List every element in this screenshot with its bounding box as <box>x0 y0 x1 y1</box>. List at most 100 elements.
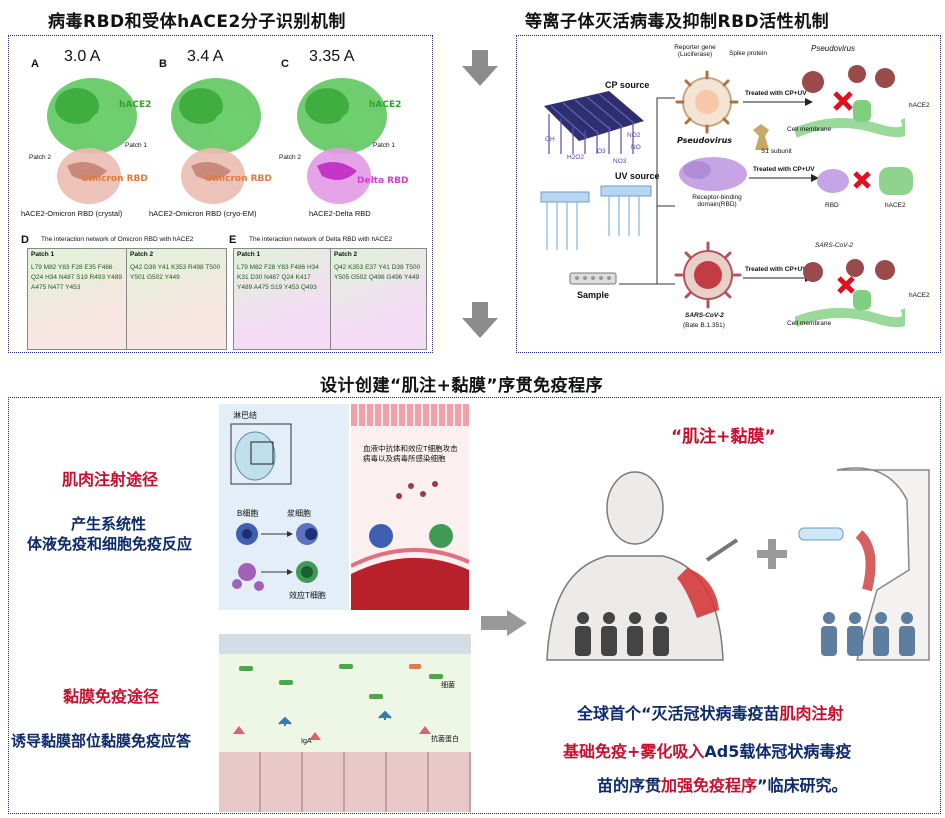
chem-h2o2: H2O2 <box>567 154 584 161</box>
plasma-cell-label: 浆细胞 <box>287 509 311 518</box>
label-c: C <box>281 58 289 70</box>
immune-cells-image <box>232 523 318 591</box>
iga-label: IgA <box>301 738 312 745</box>
title-sequential: 设计创建“肌注+黏膜”序贯免疫程序 <box>320 376 604 396</box>
antimicrobial-label: 抗菌蛋白 <box>431 736 459 743</box>
title-inactivation: 等离子体灭活病毒及抑制RBD活性机制 <box>525 12 830 32</box>
summary-2b: Ad5载体冠状病毒疫 <box>704 742 852 761</box>
blood-vessel-panel: 血液中抗体和效应T细胞攻击病毒以及病毒所感染细胞 <box>351 404 469 610</box>
cell-membrane-label-2: Cell membrane <box>787 320 832 327</box>
network-e-title: The interaction network of Delta RBD wit… <box>249 236 393 243</box>
right-arrow-icon <box>481 610 527 636</box>
sample-plate-icon <box>569 272 617 285</box>
label-a: A <box>31 58 39 70</box>
e-patch1-label: Patch 1 <box>237 251 261 258</box>
b-cell-label: B细胞 <box>237 509 259 518</box>
treated-label-3: Treated with CP+UV <box>745 266 807 273</box>
mucosa-cells <box>219 752 471 812</box>
e-patch2-label: Patch 2 <box>334 251 358 258</box>
down-arrow-icon-2 <box>462 302 498 338</box>
resolution-a: 3.0 A <box>64 48 101 65</box>
mucosa-content-image <box>233 664 443 740</box>
structure-a-image <box>47 78 137 204</box>
label-e: E <box>229 234 237 246</box>
pseudovirus-image <box>675 70 739 134</box>
summary-2a: 基础免疫+雾化吸入 <box>563 742 705 761</box>
rbd-desc-label: Receptor-binding domain(RBD) <box>692 194 742 208</box>
inactivation-panel: CP source OH H2O2 O3 NO3 NO2 NO UV sourc… <box>516 35 941 353</box>
label-b: B <box>159 58 167 70</box>
combo-title: “肌注+黏膜” <box>671 427 776 447</box>
hace2-label-2: hACE2 <box>885 202 906 209</box>
network-d-title: The interaction network of Omicron RBD w… <box>41 236 194 243</box>
hace2-label-c: hACE2 <box>369 100 402 110</box>
mucosal-desc-label: 诱导黏膜部位黏膜免疫应答 <box>11 732 192 750</box>
lymph-node-image <box>230 423 292 485</box>
e-patch2-residues: Q42 K353 E37 Y41 D38 T500 Y505 G502 Q498… <box>334 264 421 281</box>
sars-title: SARS-CoV-2 <box>815 242 854 249</box>
lymph-node-label: 淋巴结 <box>233 411 257 420</box>
reporter-gene-label: Reporter gene (Luciferase) <box>674 44 716 58</box>
cp-source-label: CP source <box>605 80 650 90</box>
patch1-label-a: Patch 1 <box>125 142 148 149</box>
e-patch1-residues: L79 M82 F28 Y83 F486 H34 K31 D30 N487 Q2… <box>237 264 319 291</box>
epithelium-strip <box>351 404 469 426</box>
mucosa-panel: 细菌 抗菌蛋白 IgA <box>219 634 471 812</box>
recognition-panel: A 3.0 A hACE2 Patch 1 Patch 2 Omicron RB… <box>8 35 433 353</box>
pseudovirus-label: Pseudovirus <box>677 136 733 145</box>
summary-3c: ”临床研究。 <box>757 776 848 795</box>
pseudovirus-blocked-image <box>795 65 905 138</box>
chem-no: NO <box>631 144 641 151</box>
chem-no2: NO2 <box>627 132 641 139</box>
caption-c: hACE2-Delta RBD <box>309 209 371 218</box>
rbd-label-c: Delta RBD <box>357 176 409 186</box>
im-route-label: 肌肉注射途径 <box>62 470 159 489</box>
caption-b: hACE2-Omicron RBD (cryo-EM) <box>149 209 257 218</box>
vaccination-illustration <box>546 467 930 661</box>
label-d: D <box>21 234 29 246</box>
structure-c-image <box>297 78 387 204</box>
sars-cov2-image <box>674 241 742 309</box>
network-d-patch1: Patch 1 L79 M82 Y83 F28 E35 F486 Q24 H34… <box>28 249 127 349</box>
rbd-label-b: Omicron RBD <box>205 174 272 184</box>
down-arrow-icon <box>462 50 498 86</box>
rbd-label-a: Omicron RBD <box>81 174 148 184</box>
effector-t-label: 效应T细胞 <box>289 591 326 600</box>
chem-no3: NO3 <box>613 158 627 165</box>
mucosal-route-label: 黏膜免疫途径 <box>63 687 160 706</box>
sars-strain-label: (Bate B.1.351) <box>683 322 725 329</box>
summary-3b: 加强免疫程序 <box>661 776 758 795</box>
treated-label-2: Treated with CP+UV <box>753 166 815 173</box>
blood-vessel-image <box>351 481 469 610</box>
cell-membrane-label-1: Cell membrane <box>787 126 832 133</box>
hace2-label-a: hACE2 <box>119 100 152 110</box>
summary-line-2: 基础免疫+雾化吸入Ad5载体冠状病毒疫 <box>563 738 851 762</box>
sars-blocked-image <box>795 259 905 328</box>
spike-protein-label: Spike protein <box>729 50 767 57</box>
patch2-label-a: Patch 2 <box>29 154 52 161</box>
network-e-box: Patch 1 L79 M82 F28 Y83 F486 H34 K31 D30… <box>233 248 427 350</box>
s1-subunit-icon <box>753 124 769 150</box>
d-patch2-residues: Q42 D38 Y41 K353 R498 T500 Y501 G502 Y44… <box>130 264 221 281</box>
network-e-patch2: Patch 2 Q42 K353 E37 Y41 D38 T500 Y505 G… <box>331 249 426 349</box>
patch1-label-c: Patch 1 <box>373 142 396 149</box>
connector-lines <box>619 97 675 285</box>
treated-label-1: Treated with CP+UV <box>745 90 807 97</box>
network-d-patch2: Patch 2 Q42 D38 Y41 K353 R498 T500 Y501 … <box>127 249 226 349</box>
caption-a: hACE2-Omicron RBD (crystal) <box>21 209 123 218</box>
patch2-label-c: Patch 2 <box>279 154 302 161</box>
rbd-blob-image <box>679 157 747 191</box>
im-desc-line1: 产生系统性 <box>71 515 147 533</box>
summary-1a: 全球首个“灭活冠状病毒疫苗 <box>577 704 780 723</box>
treated-arrow-1 <box>743 98 813 106</box>
im-desc-line2: 体液免疫和细胞免疫反应 <box>27 535 193 553</box>
uv-source-image <box>540 185 652 250</box>
hace2-label-1: hACE2 <box>909 102 930 109</box>
sample-label: Sample <box>577 290 610 300</box>
chem-oh: OH <box>545 136 555 143</box>
uv-source-label: UV source <box>615 171 660 181</box>
bacteria-label: 细菌 <box>441 682 455 689</box>
network-e-patch1: Patch 1 L79 M82 F28 Y83 F486 H34 K31 D30… <box>234 249 331 349</box>
d-patch1-label: Patch 1 <box>31 251 55 258</box>
pseudovirus-title: Pseudovirus <box>811 44 856 53</box>
